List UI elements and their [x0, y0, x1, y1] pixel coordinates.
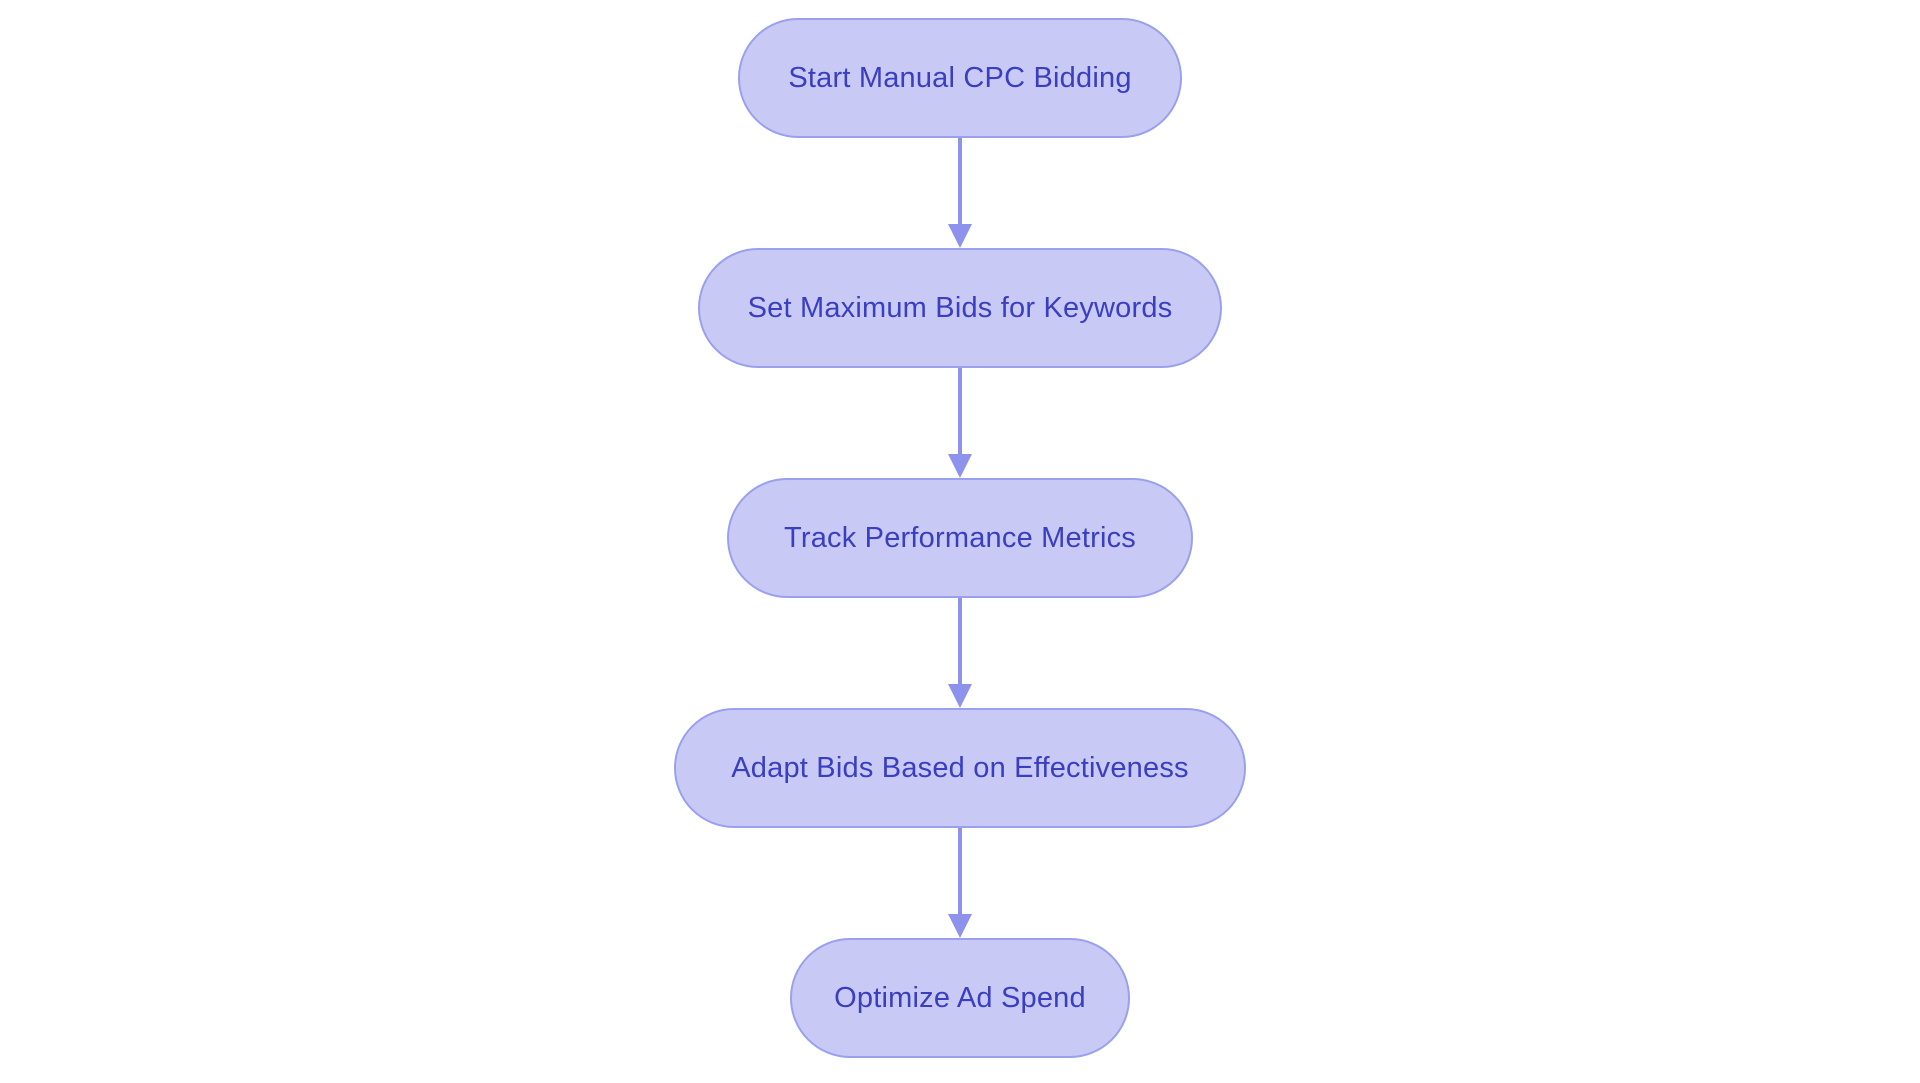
- arrowhead-down-icon: [948, 914, 972, 938]
- flow-node-label: Adapt Bids Based on Effectiveness: [731, 751, 1189, 784]
- arrow-down-connector: [948, 368, 972, 478]
- flow-node-set-bids: Set Maximum Bids for Keywords: [698, 248, 1222, 368]
- arrow-shaft: [958, 138, 962, 224]
- arrow-shaft: [958, 368, 962, 454]
- flow-node-label: Start Manual CPC Bidding: [788, 61, 1132, 94]
- arrow-down-connector: [948, 138, 972, 248]
- flow-node-label: Track Performance Metrics: [784, 521, 1136, 554]
- flow-node-label: Optimize Ad Spend: [834, 981, 1086, 1014]
- flow-node-label: Set Maximum Bids for Keywords: [747, 291, 1173, 324]
- flow-node-adapt: Adapt Bids Based on Effectiveness: [674, 708, 1246, 828]
- arrow-down-connector: [948, 598, 972, 708]
- flow-node-track: Track Performance Metrics: [727, 478, 1193, 598]
- arrow-shaft: [958, 598, 962, 684]
- flow-node-start: Start Manual CPC Bidding: [738, 18, 1182, 138]
- flow-node-optimize: Optimize Ad Spend: [790, 938, 1130, 1058]
- arrowhead-down-icon: [948, 684, 972, 708]
- arrow-down-connector: [948, 828, 972, 938]
- arrowhead-down-icon: [948, 224, 972, 248]
- arrow-shaft: [958, 828, 962, 914]
- arrowhead-down-icon: [948, 454, 972, 478]
- flowchart: Start Manual CPC Bidding Set Maximum Bid…: [674, 18, 1246, 1058]
